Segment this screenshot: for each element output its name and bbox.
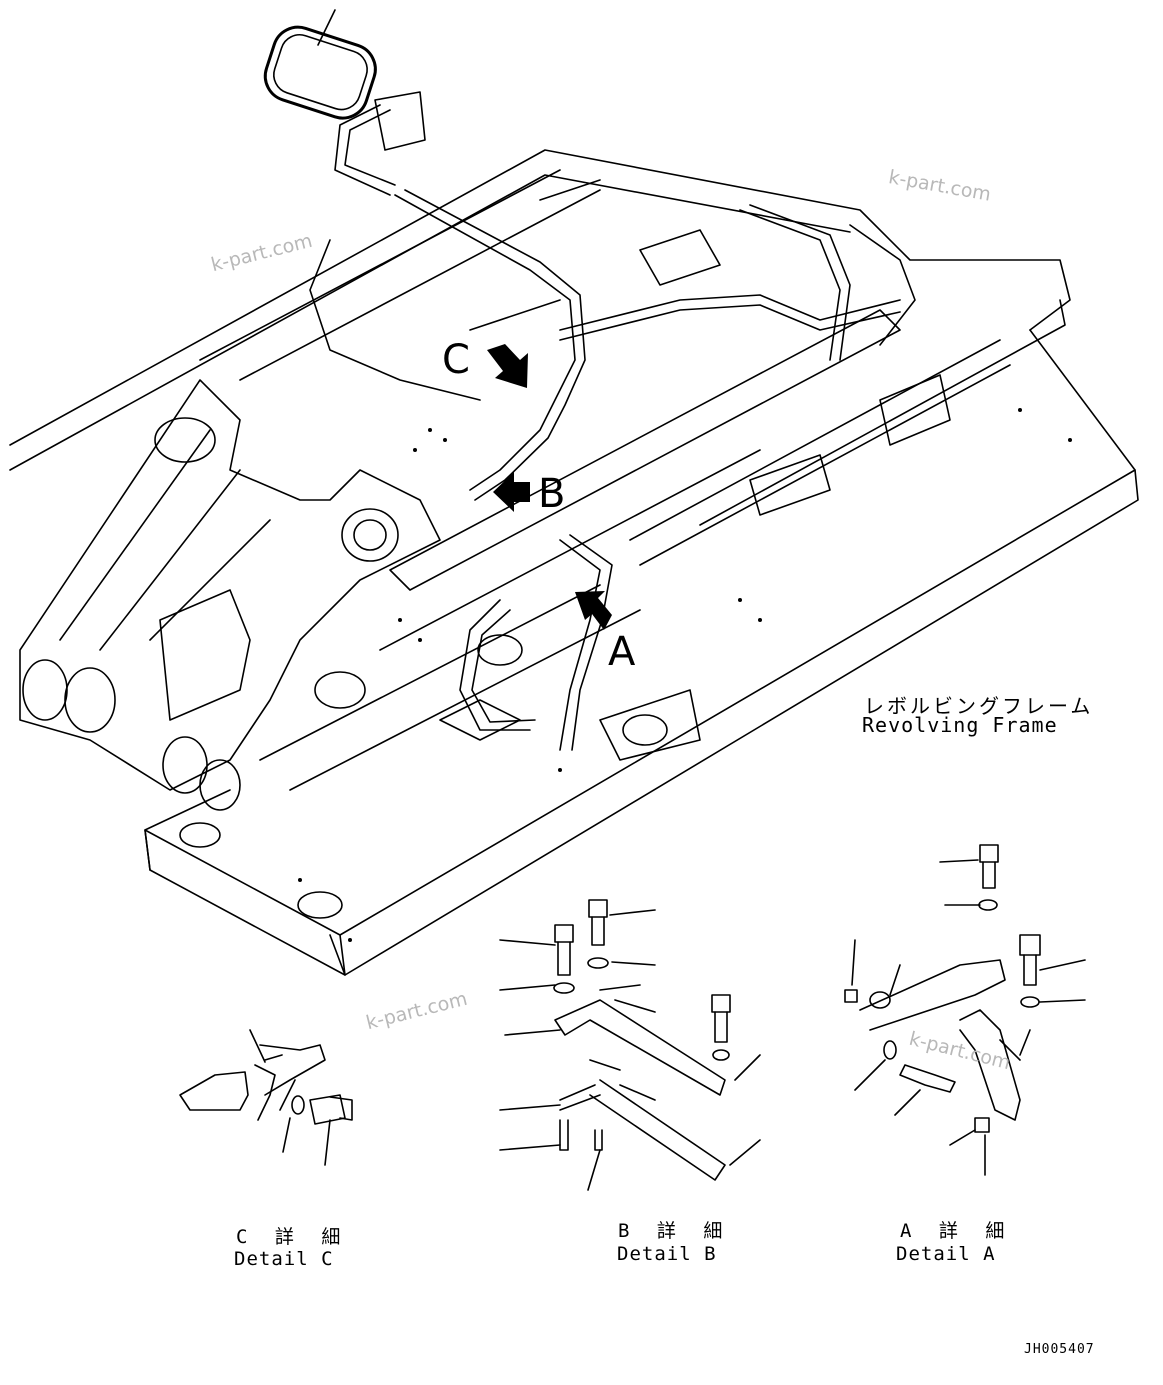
- drawing-code: JH005407: [1024, 1342, 1095, 1357]
- callout-a-label: A: [608, 629, 636, 675]
- detail-b-parts: [499, 899, 761, 1191]
- detail-a-title-jp: A 詳 細: [900, 1220, 1013, 1242]
- detail-b-title-jp: B 詳 細: [618, 1220, 731, 1242]
- frame-body: [9, 149, 1139, 976]
- detail-c-parts: [179, 1029, 353, 1166]
- frame-label-en: Revolving Frame: [862, 713, 1058, 737]
- detail-c-title-en: Detail C: [234, 1248, 334, 1270]
- frame-label-jp: レボルビングフレーム: [864, 694, 1094, 718]
- callout-c-label: C: [442, 337, 470, 383]
- detail-b-title-en: Detail B: [617, 1243, 717, 1265]
- detail-c-title-jp: C 詳 細: [236, 1226, 349, 1248]
- hose-icon: [263, 9, 916, 751]
- detail-a-parts: [844, 844, 1086, 1176]
- arrow-icon: [487, 344, 612, 630]
- detail-a-title-en: Detail A: [896, 1243, 996, 1265]
- callout-b-label: B: [538, 471, 566, 517]
